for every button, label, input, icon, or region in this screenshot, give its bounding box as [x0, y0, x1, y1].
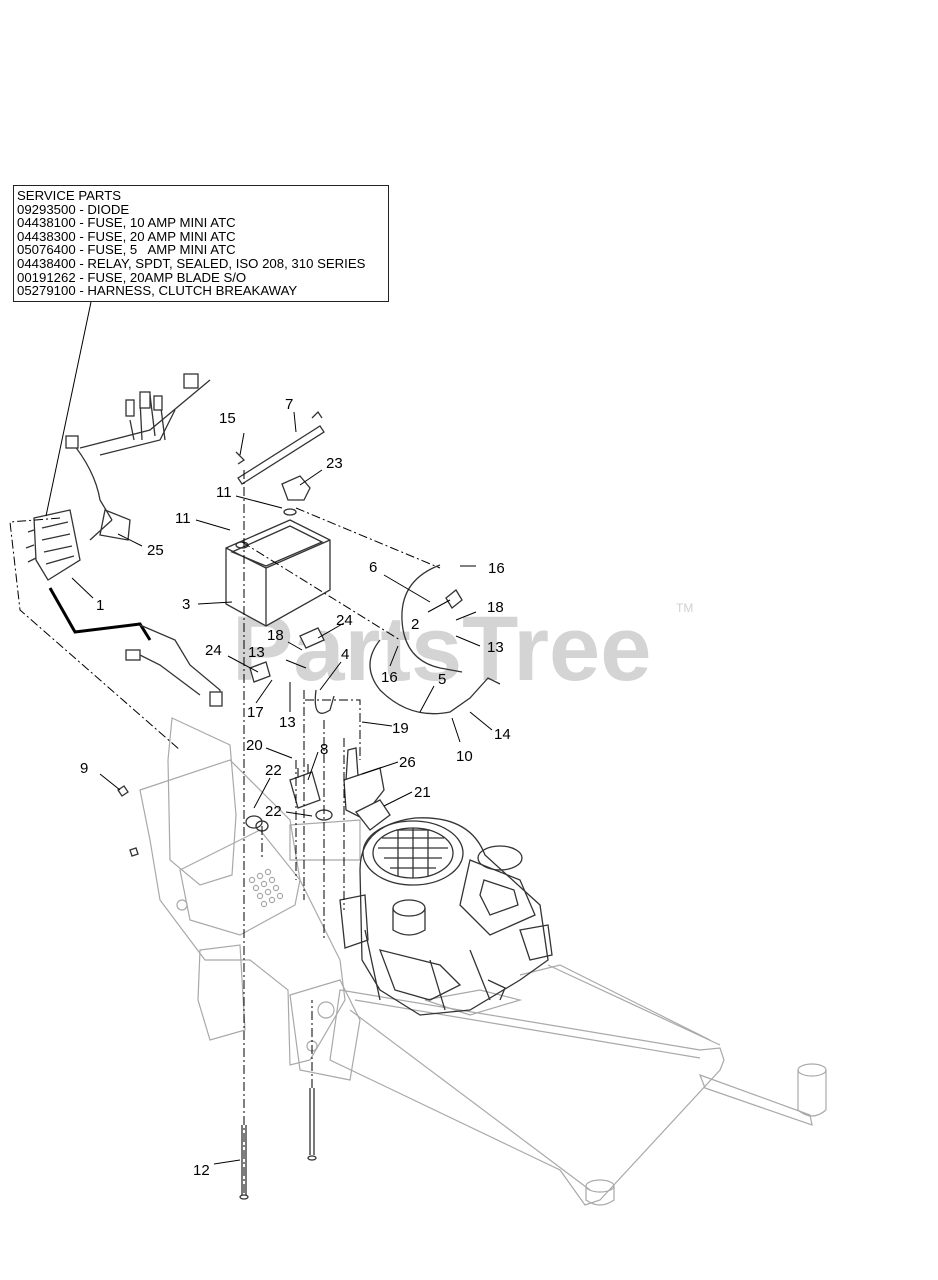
boots — [249, 627, 325, 683]
callout-22a: 22 — [265, 762, 282, 779]
service-part-line: 04438300 - FUSE, 20 AMP MINI ATC — [17, 228, 236, 244]
callout-4: 4 — [341, 646, 349, 663]
watermark-tm: TM — [676, 601, 693, 615]
service-part-line: 04438400 - RELAY, SPDT, SEALED, ISO 208,… — [17, 255, 366, 271]
callout-6: 6 — [369, 559, 377, 576]
callout-26: 26 — [399, 754, 416, 771]
callout-10: 10 — [456, 748, 473, 765]
service-parts-heading: SERVICE PARTS — [17, 188, 122, 203]
mower-frame — [139, 717, 827, 1206]
callout-5: 5 — [438, 671, 446, 688]
callout-21: 21 — [414, 784, 431, 801]
service-part-line: 09293500 - DIODE — [17, 201, 130, 217]
callout-17: 17 — [247, 704, 264, 721]
callout-12: 12 — [193, 1162, 210, 1179]
watermark-text: PartsTree — [232, 598, 651, 700]
callout-16a: 16 — [488, 560, 505, 577]
callout-11b: 11 — [175, 510, 191, 527]
callout-11a: 11 — [216, 484, 232, 501]
terminal-cover — [281, 475, 311, 501]
callout-3: 3 — [182, 596, 190, 613]
service-part-line: 05076400 - FUSE, 5 AMP MINI ATC — [17, 242, 236, 258]
callout-9: 9 — [80, 760, 88, 777]
service-part-line: 04438100 - FUSE, 10 AMP MINI ATC — [17, 215, 236, 231]
callout-18a: 18 — [487, 599, 504, 616]
callout-24a: 24 — [336, 612, 353, 629]
callout-20: 20 — [246, 737, 263, 754]
callout-2: 2 — [411, 616, 419, 633]
engine — [339, 817, 553, 1016]
assembly-lines — [9, 470, 441, 1195]
service-part-line: 00191262 - FUSE, 20AMP BLADE S/O — [17, 269, 247, 285]
callout-22b: 22 — [265, 803, 282, 820]
callout-14: 14 — [494, 726, 511, 743]
hold-down-bar — [235, 410, 325, 485]
callout-13a: 13 — [487, 639, 504, 656]
callout-19: 19 — [392, 720, 409, 737]
bolts — [117, 785, 317, 1200]
grommet — [355, 799, 391, 831]
callout-labels: 1 2 3 4 5 6 7 8 9 10 11 11 12 13 13 13 1… — [80, 396, 511, 1179]
callout-16b: 16 — [381, 669, 398, 686]
callout-18b: 18 — [267, 627, 284, 644]
callout-13b: 13 — [248, 644, 265, 661]
callout-15: 15 — [219, 410, 236, 427]
callout-24b: 24 — [205, 642, 222, 659]
service-part-line: 05279100 - HARNESS, CLUTCH BREAKAWAY — [17, 283, 298, 299]
callout-13c: 13 — [279, 714, 296, 731]
control-panel-holes — [248, 868, 284, 908]
callout-8: 8 — [320, 741, 328, 758]
clutch-connector — [125, 624, 223, 707]
battery — [225, 508, 331, 627]
leader-lines — [45, 301, 493, 1165]
starter-solenoid — [289, 764, 333, 821]
callout-25: 25 — [147, 542, 164, 559]
clutch-harness — [48, 587, 152, 641]
wire-harness — [65, 373, 211, 541]
callout-1: 1 — [96, 597, 104, 614]
service-parts-box: SERVICE PARTS 09293500 - DIODE 04438100 … — [13, 185, 389, 302]
battery-cables — [314, 564, 501, 715]
callout-7: 7 — [285, 396, 293, 413]
callout-23: 23 — [326, 455, 343, 472]
fuse-block — [25, 509, 81, 581]
